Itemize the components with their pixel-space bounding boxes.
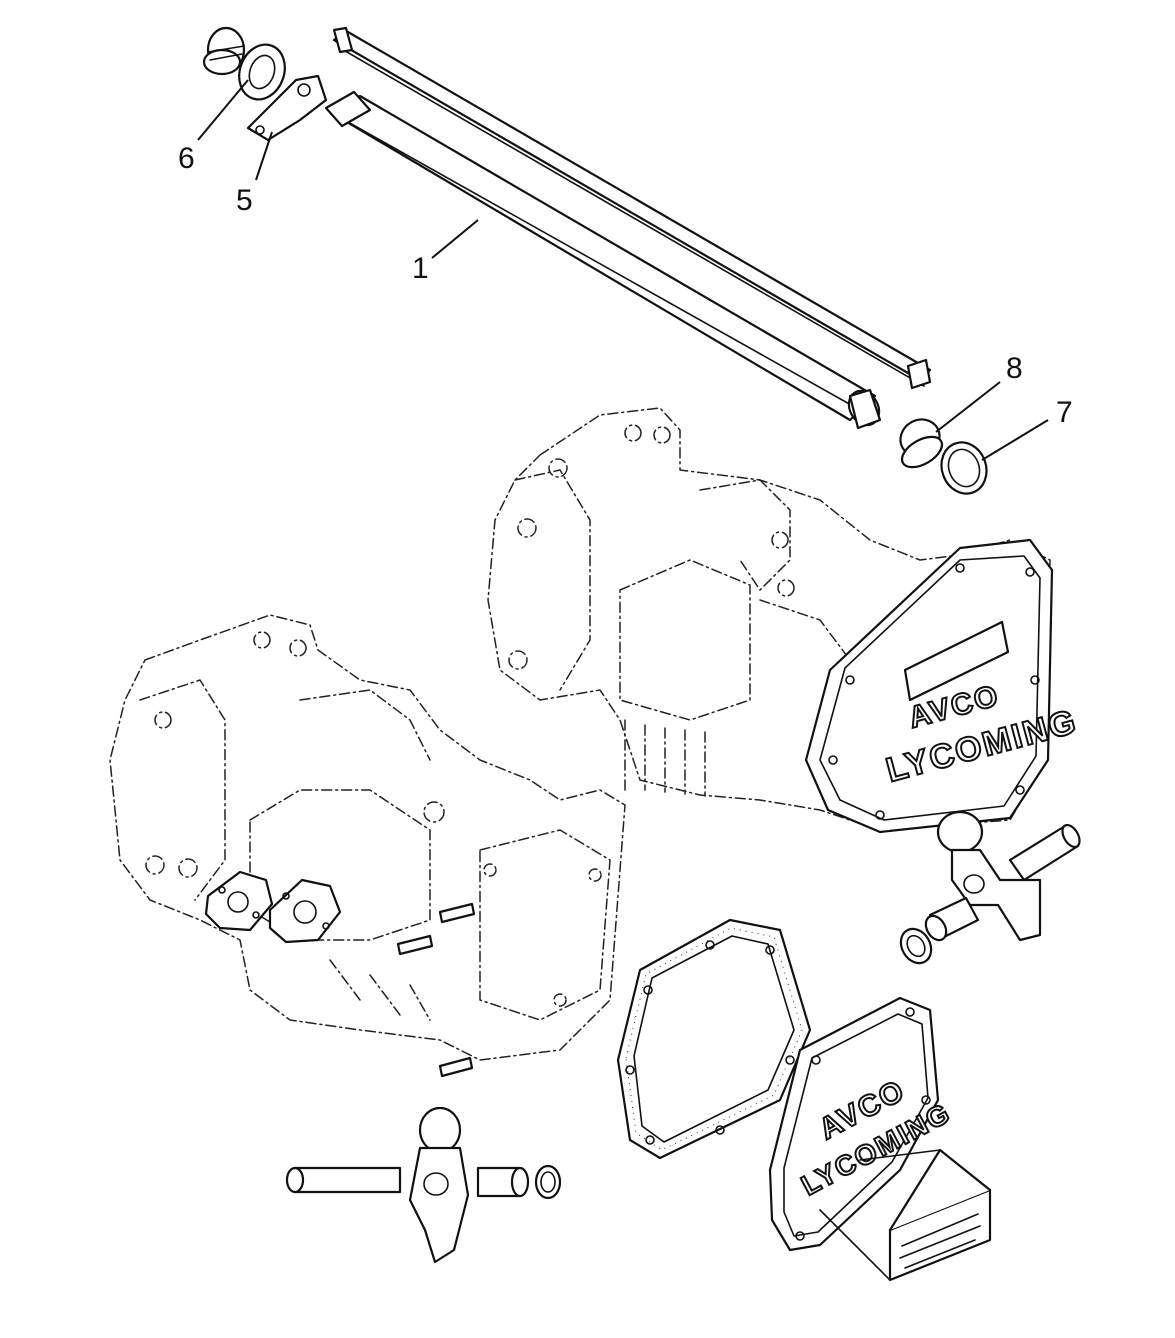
callout-1: 1 — [412, 252, 429, 285]
intake-flange-gasket-right — [268, 878, 342, 944]
rocker-bushing-lower — [476, 1166, 530, 1198]
valve-cover-upper: AVCO LYCOMING — [804, 538, 1082, 834]
intake-flange-gasket-left — [204, 870, 274, 932]
rocker-arm-upper — [936, 810, 1042, 942]
data-plate-box — [819, 1148, 992, 1282]
phantom-cylinder-lower — [109, 614, 626, 1061]
valve-cover-lower: AVCO LYCOMING — [768, 996, 957, 1252]
rocker-shaft-upper — [1008, 823, 1081, 882]
shroud-nut-upper — [202, 26, 246, 76]
rocker-bushing-upper — [924, 896, 980, 942]
valve-cover-gasket — [616, 918, 812, 1160]
shroud-nut-lower-8 — [899, 418, 944, 469]
rocker-shaft-lower — [285, 1166, 402, 1194]
push-rod-long — [332, 26, 932, 390]
washer-7 — [940, 441, 988, 495]
callout-5: 5 — [236, 184, 253, 217]
shroud-tube — [324, 90, 882, 430]
callout-leaders — [197, 79, 1049, 461]
callout-8: 8 — [1006, 352, 1023, 385]
callout-7: 7 — [1056, 396, 1073, 429]
washer-6 — [238, 43, 286, 101]
rocker-arm-lower — [408, 1106, 470, 1264]
rocker-washer-upper — [899, 927, 933, 965]
callout-6: 6 — [178, 142, 195, 175]
retainer-plate-5 — [246, 74, 328, 142]
rocker-washer-lower — [534, 1164, 562, 1200]
stud-pair — [396, 902, 476, 1078]
